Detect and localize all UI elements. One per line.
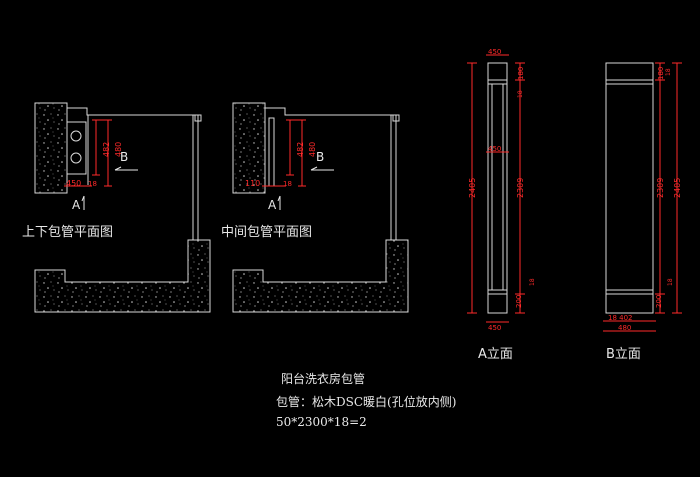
elevation-b-title: B立面 xyxy=(606,347,641,362)
plan-left-title: 上下包管平面图 xyxy=(22,225,114,240)
dim-small-top: 18 xyxy=(517,90,524,98)
dim-18: 18 xyxy=(88,180,97,188)
dim-bottom-b: 480 xyxy=(618,324,631,332)
dim-inner: 2309 xyxy=(656,178,665,198)
section-mark-a: A xyxy=(72,198,81,212)
pipe-circle-top xyxy=(70,130,82,142)
elevation-a: 450 450 450 2405 2309 180 200 18 18 xyxy=(467,48,536,332)
dim-total: 2405 xyxy=(468,178,477,198)
elevation-a-title: A立面 xyxy=(478,347,513,362)
dim-110: 110 xyxy=(245,179,260,188)
plan-right-dims xyxy=(262,119,306,187)
dim-18: 18 xyxy=(283,180,292,188)
view-mark-b: B xyxy=(120,150,128,164)
note-title: 阳台洗衣房包管 xyxy=(281,372,366,386)
dim-inner: 2309 xyxy=(516,178,525,198)
wall-l-shape xyxy=(232,239,409,313)
plan-left: 482 480 18 450 B A xyxy=(34,102,211,313)
dim-small-top: 18 xyxy=(665,68,672,76)
panel-outline xyxy=(605,62,654,314)
dim-bottom-h: 200 xyxy=(655,295,663,308)
dim-small-bottom: 18 xyxy=(667,278,674,286)
dim-482: 482 xyxy=(102,142,111,157)
wall-block xyxy=(34,102,68,194)
corner-mark xyxy=(392,114,400,122)
room-outline xyxy=(67,107,199,240)
dim-450: 450 xyxy=(66,179,81,188)
dim-480: 480 xyxy=(114,142,123,157)
note-quantity: 50*2300*18=2 xyxy=(276,415,367,429)
room-outline xyxy=(265,107,397,240)
dim-bottom-h: 200 xyxy=(515,295,523,308)
dim-480: 480 xyxy=(308,142,317,157)
wall-block xyxy=(232,102,266,194)
elevation-b: 2309 2405 180 200 18 18 18 402 480 xyxy=(603,62,682,332)
dim-top-width: 450 xyxy=(488,48,501,56)
wall-l-shape xyxy=(34,239,211,313)
pipe-box xyxy=(66,121,87,175)
corner-mark xyxy=(194,114,202,122)
dim-small-bottom: 18 xyxy=(529,278,536,286)
dim-top-h: 180 xyxy=(657,67,665,80)
dim-top-h: 180 xyxy=(517,67,525,80)
dim-mid-width: 450 xyxy=(488,145,501,153)
plan-right: 482 480 18 110 B A xyxy=(232,102,409,313)
pipe-panel xyxy=(268,117,275,187)
dim-bottom-a: 18 402 xyxy=(608,314,633,322)
plan-right-title: 中间包管平面图 xyxy=(221,225,313,240)
panel-outline xyxy=(487,62,508,314)
dim-bottom-width: 450 xyxy=(488,324,501,332)
dim-total: 2405 xyxy=(673,178,682,198)
dim-482: 482 xyxy=(296,142,305,157)
pipe-circle-bottom xyxy=(70,152,82,164)
section-mark-a: A xyxy=(268,198,277,212)
note-material: 包管：松木DSC暖白(孔位放内侧) xyxy=(276,395,457,409)
view-mark-b: B xyxy=(316,150,324,164)
plan-left-dims xyxy=(64,119,112,187)
